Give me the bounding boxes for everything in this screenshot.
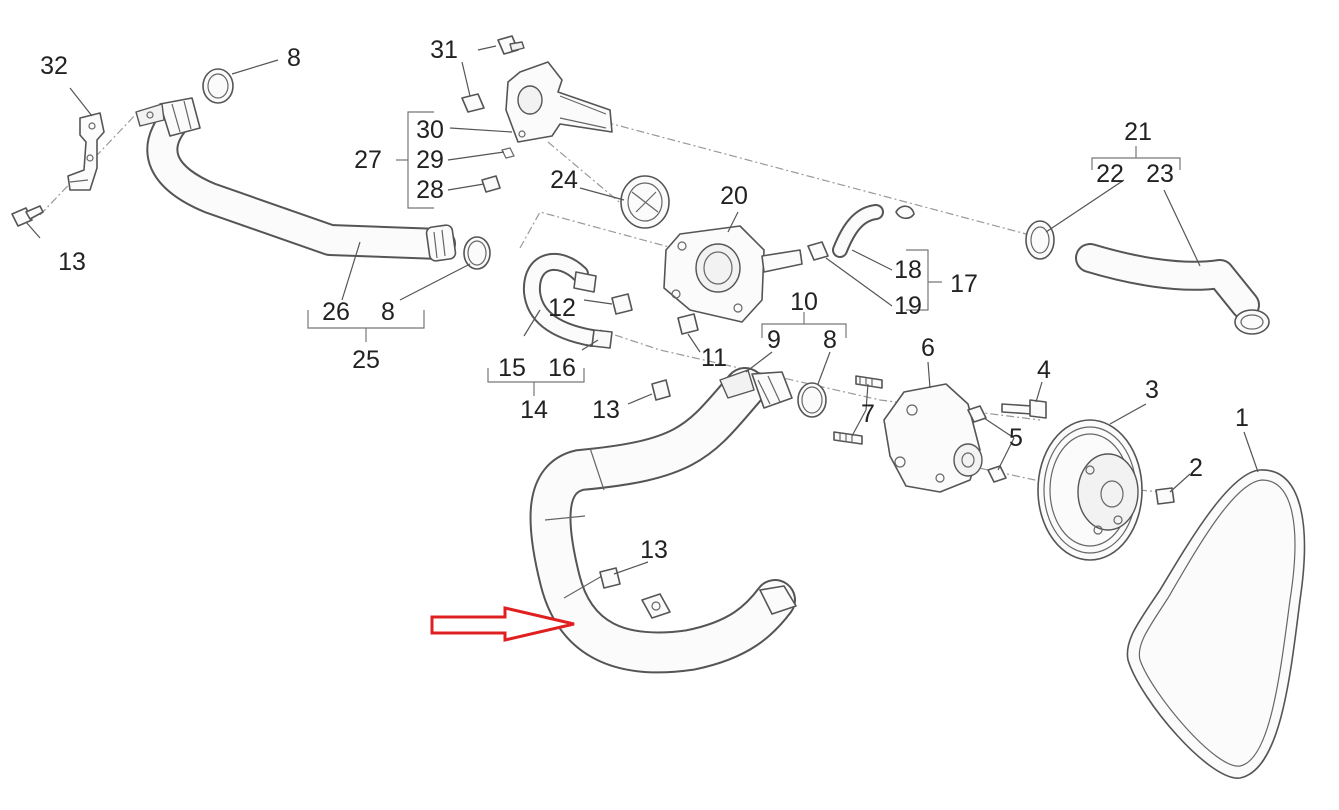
callout-labels: 1 2 3 4 5 6 7 8 8 8 9 10 11 12 13 13 13 … — [40, 36, 1249, 564]
part-5-nut-upper — [967, 405, 987, 423]
part-23-hose-clamp — [1234, 309, 1270, 335]
callout-15: 15 — [498, 354, 526, 382]
group-brackets — [307, 111, 1181, 396]
callout-4: 4 — [1037, 356, 1051, 384]
part-32-bracket — [67, 112, 105, 191]
callout-19: 19 — [894, 292, 922, 320]
part-13-bolt-middle — [651, 379, 671, 401]
callout-24: 24 — [550, 166, 578, 194]
part-26-upper-hose — [135, 97, 457, 262]
part-18-bypass-hose — [832, 204, 915, 258]
part-19-sensor — [807, 241, 829, 261]
callout-8-top: 8 — [287, 44, 301, 72]
part-9-lower-hose — [529, 367, 797, 674]
callout-18: 18 — [894, 256, 922, 284]
part-11-bolt — [677, 313, 699, 335]
part-6-water-pump — [883, 383, 983, 493]
callout-21: 21 — [1124, 118, 1152, 146]
callout-2: 2 — [1189, 454, 1203, 482]
leader-lines — [25, 45, 1259, 575]
part-5-nut-lower — [987, 465, 1007, 483]
callout-27: 27 — [354, 146, 382, 174]
callout-7: 7 — [861, 400, 875, 428]
callout-22: 22 — [1096, 160, 1124, 188]
callout-29: 29 — [416, 146, 444, 174]
callout-25: 25 — [352, 346, 380, 374]
callout-11: 11 — [701, 344, 727, 372]
callout-8-lower: 8 — [823, 326, 837, 354]
part-31-screw-side — [461, 93, 485, 113]
part-4-bolt — [1001, 399, 1047, 419]
part-8-o-ring-top — [202, 68, 234, 104]
part-7-stud-upper — [855, 375, 883, 389]
callout-9: 9 — [767, 326, 781, 354]
part-22-hose-clamp — [1025, 220, 1055, 260]
part-1-drive-belt — [1126, 469, 1306, 779]
part-13-bolt-left — [11, 205, 44, 227]
callout-28: 28 — [416, 176, 444, 204]
part-3-pulley — [1037, 419, 1143, 561]
callout-17: 17 — [950, 270, 978, 298]
part-8-o-ring-mid — [463, 236, 491, 270]
callout-10: 10 — [790, 288, 818, 316]
part-15-small-hose — [522, 252, 601, 347]
part-31-screw-top — [497, 35, 525, 55]
callout-13-left: 13 — [58, 248, 86, 276]
callout-8-hose: 8 — [381, 298, 395, 326]
part-29-spring-clip — [501, 147, 515, 159]
callout-1: 1 — [1235, 404, 1249, 432]
callout-16: 16 — [548, 354, 576, 382]
part-31-outlet-fitting — [505, 61, 613, 143]
callout-13-middle: 13 — [592, 396, 620, 424]
callout-31: 31 — [430, 36, 458, 64]
part-12-bolt — [611, 293, 633, 315]
callout-14: 14 — [520, 396, 548, 424]
assembly-center-lines — [39, 109, 1161, 493]
part-23-radiator-hose — [1075, 243, 1260, 320]
callout-13-lower: 13 — [640, 536, 668, 564]
part-28-bolt — [481, 175, 501, 193]
part-8-o-ring-lower — [797, 382, 827, 418]
part-9-hose-clamp — [719, 369, 793, 409]
part-12-hose-clamp — [573, 271, 597, 293]
callout-23: 23 — [1146, 160, 1174, 188]
callout-3: 3 — [1145, 376, 1159, 404]
callout-26: 26 — [322, 298, 350, 326]
part-2-bolt — [1155, 487, 1175, 505]
part-16-hose-clamp — [591, 329, 613, 349]
callout-30: 30 — [416, 116, 444, 144]
callout-32: 32 — [40, 52, 68, 80]
callout-5: 5 — [1009, 424, 1023, 452]
part-24-thermostat — [620, 175, 670, 229]
part-13-bolt-lower — [599, 567, 621, 589]
part-20-thermostat-housing — [663, 225, 803, 323]
callout-12: 12 — [548, 294, 576, 322]
callout-20: 20 — [720, 182, 748, 210]
callout-6: 6 — [921, 334, 935, 362]
highlight-arrow — [430, 606, 575, 642]
part-7-stud-lower — [833, 431, 863, 445]
